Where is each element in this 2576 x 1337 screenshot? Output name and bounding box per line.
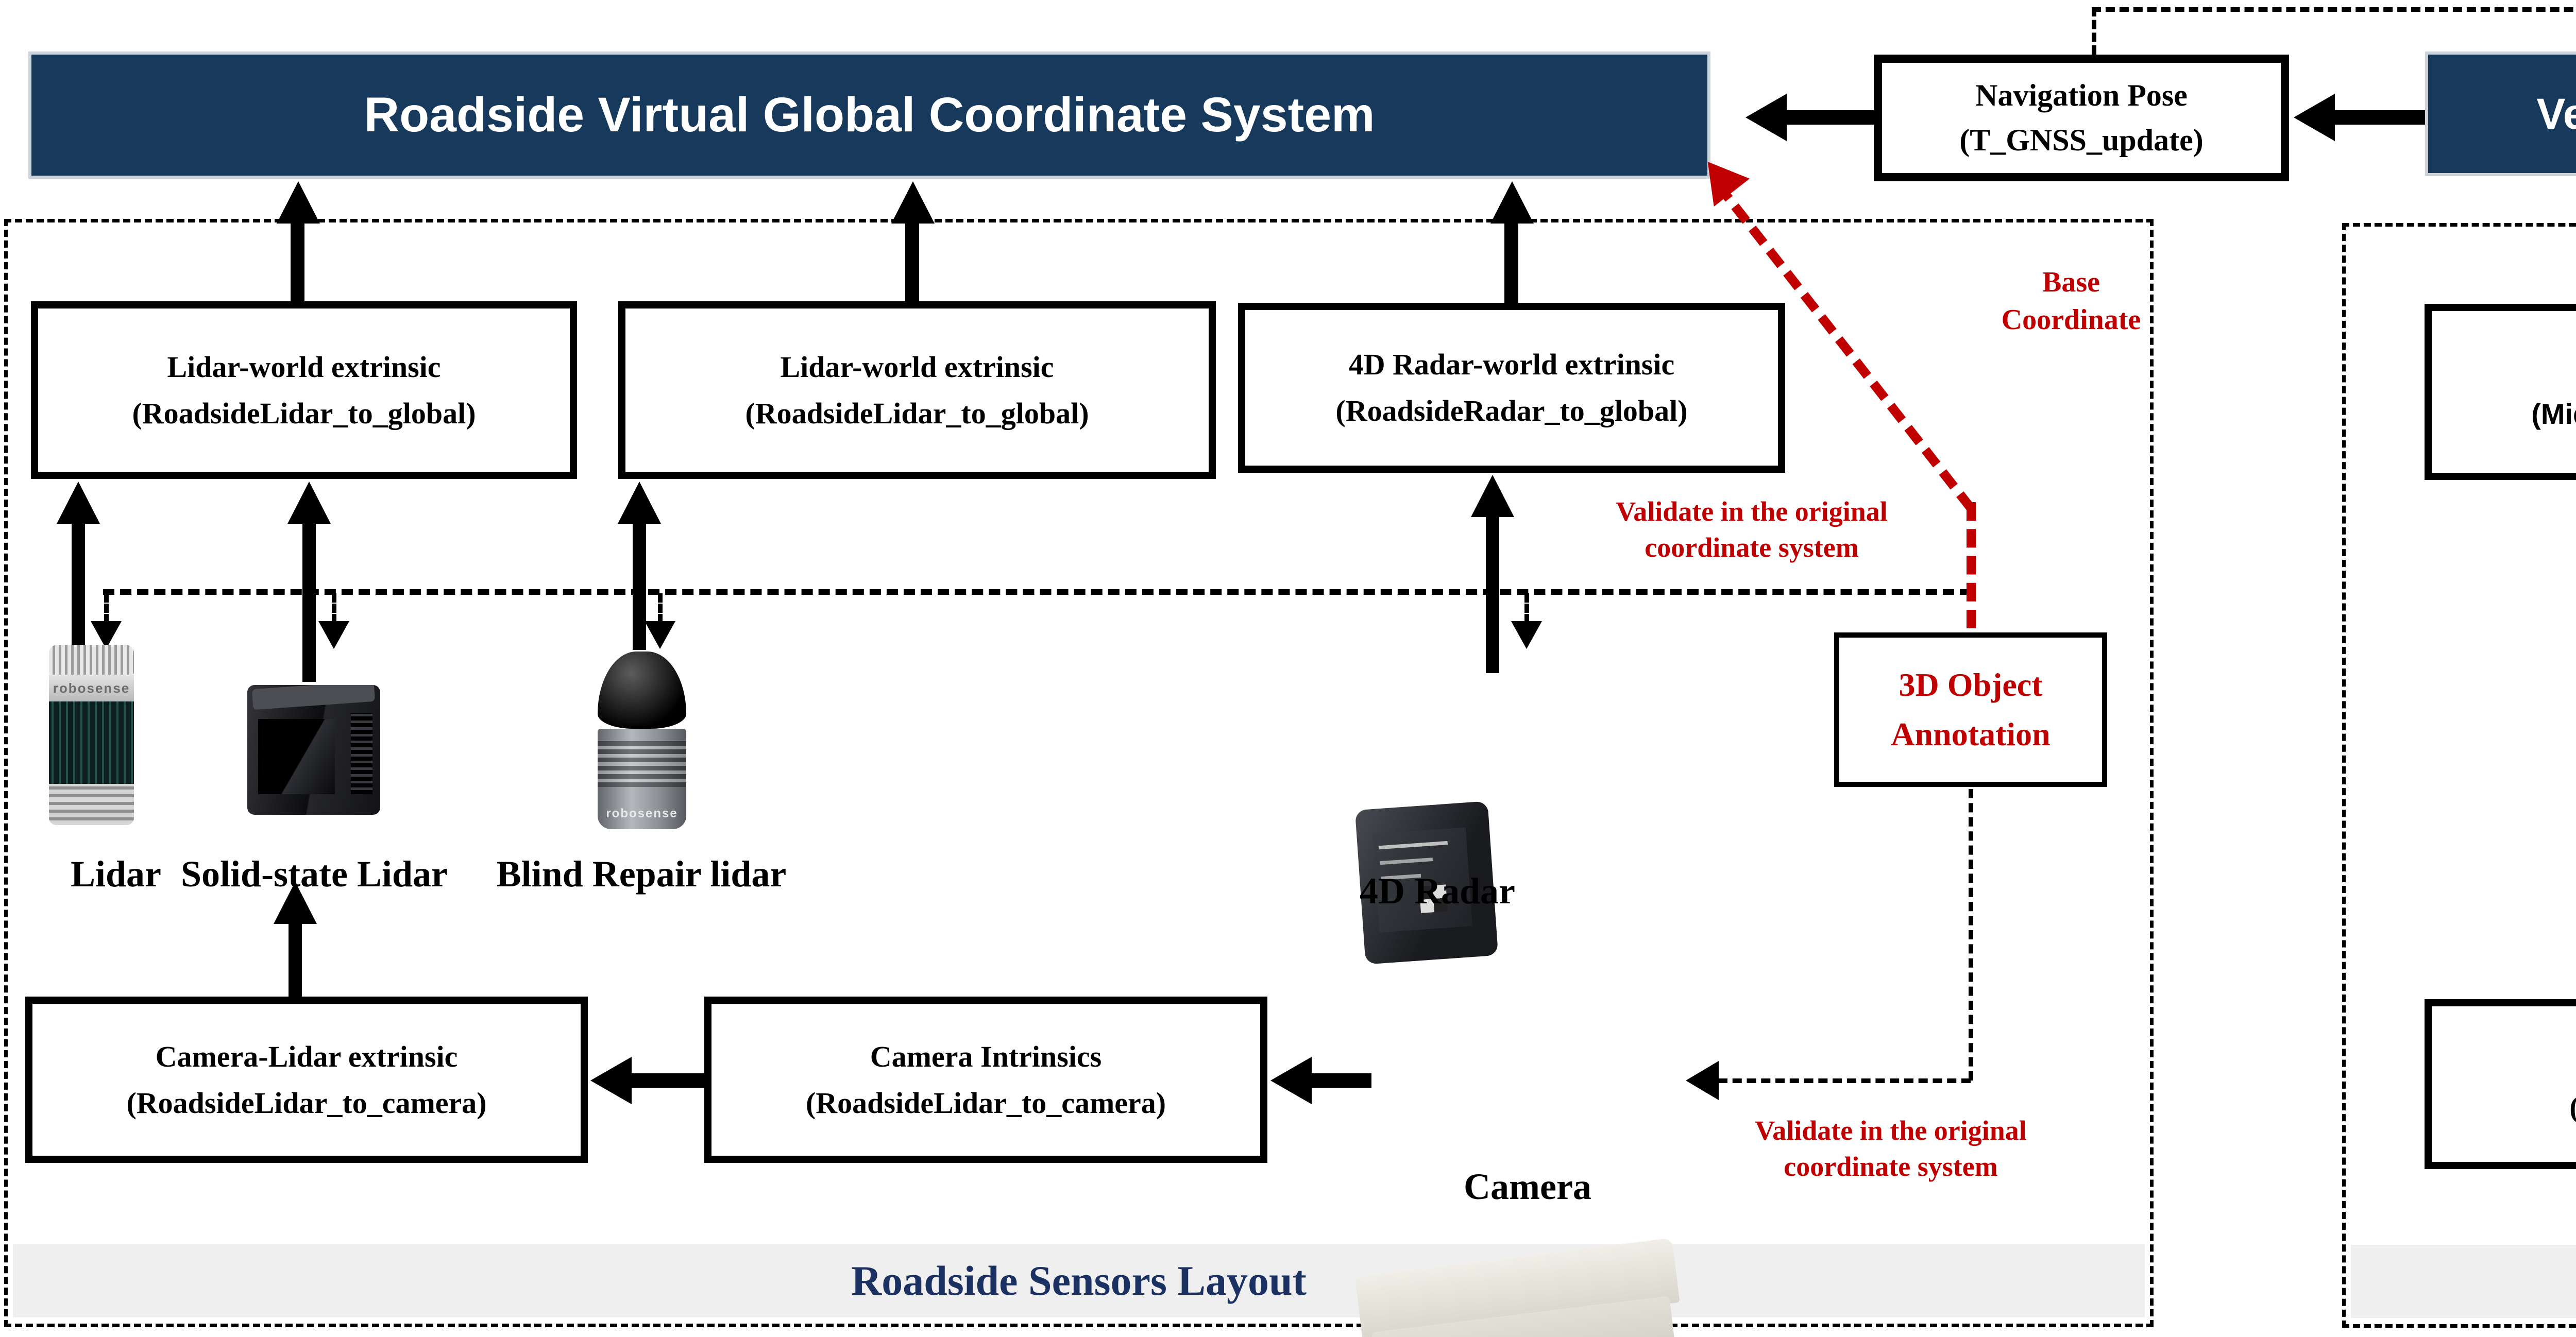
camera-lidar-roadside-line2: (RoadsideLidar_to_camera) bbox=[126, 1086, 487, 1120]
arrow-solidstate-to-lw1-head bbox=[287, 482, 331, 524]
dashed-arrow-to-blindrepair bbox=[645, 621, 675, 649]
lidar-label: Lidar bbox=[13, 852, 219, 896]
radar-world-line2: (RoadsideRadar_to_global) bbox=[1335, 394, 1688, 427]
arrow-lw2-to-header-head bbox=[891, 181, 935, 224]
arrow-lidar-to-lw1-head bbox=[57, 482, 100, 524]
arrow-lw1-to-header-head bbox=[277, 181, 320, 224]
roadside-footer-label: Roadside Sensors Layout bbox=[851, 1257, 1307, 1304]
arrow-intrinsics-to-cameralidar-roadside-shaft bbox=[630, 1073, 704, 1088]
arrow-radar-to-header-head bbox=[1490, 181, 1534, 224]
lidar-imu-line2: (MiddleLidar_to_IMU_relative) bbox=[2531, 398, 2576, 430]
base-note-line2: Coordinate bbox=[2001, 303, 2141, 336]
base-coordinate-note-roadside: Base Coordinate bbox=[1984, 264, 2159, 339]
camera-label-roadside: Camera bbox=[1399, 1165, 1656, 1209]
arrow-radar-to-header-shaft bbox=[1504, 221, 1518, 304]
arrow-cameralidar-up-roadside-shaft bbox=[289, 921, 302, 997]
dashed-down-lidar bbox=[104, 593, 109, 623]
navigation-pose-box: Navigation Pose (T_GNSS_update) bbox=[1874, 55, 2289, 181]
arrow-camera-to-intrinsics-roadside-shaft bbox=[1310, 1073, 1371, 1088]
lidar-world-extrinsic-box-1: Lidar-world extrinsic (RoadsideLidar_to_… bbox=[31, 301, 577, 479]
navigation-pose-line1: Navigation Pose bbox=[1975, 78, 2188, 112]
blind-repair-label-text: Blind Repair lidar bbox=[496, 853, 787, 895]
blind-repair-lidar-image: robosense bbox=[598, 652, 686, 829]
base-note-line1: Base bbox=[2042, 266, 2100, 298]
camera-lidar-roadside-line1: Camera-Lidar extrinsic bbox=[155, 1039, 458, 1073]
roadside-footer-band: Roadside Sensors Layout bbox=[13, 1244, 2145, 1317]
dashed-annotation-down bbox=[1969, 789, 1973, 1081]
vehicle-section: Vehicle-side Sensors Layout bbox=[2342, 223, 2576, 1328]
dashed-annotation-to-camera bbox=[1718, 1078, 1971, 1083]
arrow-lw2-to-header-shaft bbox=[905, 221, 919, 303]
dashed-navpose-up-segment bbox=[2092, 7, 2096, 55]
radar-world-extrinsic-box: 4D Radar-world extrinsic (RoadsideRadar_… bbox=[1238, 303, 1785, 473]
roadside-global-coordinate-header: Roadside Virtual Global Coordinate Syste… bbox=[28, 52, 1710, 179]
dashed-arrow-to-lidar bbox=[91, 621, 122, 649]
arrow-blindrepair-to-lw2-shaft bbox=[633, 521, 646, 650]
lidar-cap bbox=[49, 645, 134, 675]
camera-lidar-vehicle-line2: (MiddleLidar_to_camera) bbox=[2569, 1084, 2576, 1130]
arrow-intrinsics-to-cameralidar-roadside-head bbox=[590, 1057, 632, 1104]
blind-repair-lidar-label: Blind Repair lidar bbox=[487, 852, 796, 896]
arrow-camera-to-intrinsics-roadside-head bbox=[1270, 1057, 1312, 1104]
radar-world-line1: 4D Radar-world extrinsic bbox=[1348, 348, 1675, 382]
dashed-down-solidstate bbox=[332, 593, 336, 623]
arrow-lidar-to-lw1-shaft bbox=[72, 521, 85, 645]
navigation-pose-line2: (T_GNSS_update) bbox=[1959, 123, 2204, 157]
dashed-arrow-into-camera-roadside bbox=[1686, 1061, 1719, 1100]
arrow-blindrepair-to-lw2-head bbox=[618, 482, 661, 524]
annotation-roadside-line2: Annotation bbox=[1891, 716, 2050, 752]
arrow-vehiclenav-to-navpose-head bbox=[2294, 94, 2335, 141]
camera-lidar-extrinsic-box-roadside: Camera-Lidar extrinsic (RoadsideLidar_to… bbox=[25, 997, 588, 1163]
vehicle-footer-band: Vehicle-side Sensors Layout bbox=[2351, 1245, 2576, 1318]
validate-radar-line2: coordinate system bbox=[1645, 532, 1859, 563]
red-dashed-into-annotation bbox=[1967, 502, 1976, 628]
camera-intrinsics-roadside-line1: Camera Intrinsics bbox=[870, 1039, 1102, 1073]
radar-4d-label: 4D Radar bbox=[1309, 869, 1566, 913]
vehicle-navigation-title: Vehicle Navigation bbox=[2536, 89, 2576, 138]
annotation-box-roadside: 3D Object Annotation bbox=[1834, 632, 2107, 787]
validate-radar-line1: Validate in the original bbox=[1616, 496, 1888, 527]
lidar-world-2-line1: Lidar-world extrinsic bbox=[780, 350, 1054, 384]
lidar-world-1-line1: Lidar-world extrinsic bbox=[167, 350, 441, 384]
camera-intrinsics-roadside-line2: (RoadsideLidar_to_camera) bbox=[805, 1086, 1166, 1120]
camera-intrinsics-box-roadside: Camera Intrinsics (RoadsideLidar_to_came… bbox=[704, 997, 1267, 1163]
annotation-roadside-line1: 3D Object bbox=[1899, 666, 2043, 703]
arrow-navpose-to-roadside-shaft bbox=[1782, 110, 1874, 125]
dashed-arrow-to-solidstate bbox=[318, 621, 349, 649]
roadside-global-coordinate-title: Roadside Virtual Global Coordinate Syste… bbox=[364, 88, 1375, 143]
radar-4d-label-text: 4D Radar bbox=[1360, 870, 1515, 912]
blind-repair-dome bbox=[598, 652, 686, 729]
roadside-lidar-image: robosense bbox=[49, 645, 134, 825]
solid-state-lidar-image bbox=[247, 685, 380, 815]
validate-camera-line2: coordinate system bbox=[1784, 1151, 1998, 1182]
dashed-top-feedback-segment bbox=[2092, 7, 2576, 12]
arrow-lw1-to-header-shaft bbox=[291, 221, 304, 303]
arrow-solidstate-to-lw1-shaft bbox=[302, 521, 316, 682]
validate-note-radar: Validate in the original coordinate syst… bbox=[1571, 493, 1932, 565]
lidar-imu-extrinsic-box: Lidar-IMU extrinsic (MiddleLidar_to_IMU_… bbox=[2425, 304, 2576, 480]
lidar-brand: robosense bbox=[49, 675, 134, 701]
lidar-world-2-line2: (RoadsideLidar_to_global) bbox=[745, 396, 1089, 430]
lidar-world-extrinsic-box-2: Lidar-world extrinsic (RoadsideLidar_to_… bbox=[618, 301, 1216, 479]
camera-lidar-extrinsic-box-vehicle: Camera-Lidar extrinsic (MiddleLidar_to_c… bbox=[2425, 999, 2576, 1169]
camera-roadside-label-text: Camera bbox=[1464, 1166, 1591, 1207]
lidar-label-text: Lidar bbox=[70, 853, 162, 895]
dashed-down-4dradar bbox=[1524, 593, 1529, 623]
arrow-navpose-to-roadside-head bbox=[1745, 94, 1787, 141]
lidar-world-1-line2: (RoadsideLidar_to_global) bbox=[132, 396, 476, 430]
blind-repair-brand: robosense bbox=[606, 807, 678, 821]
dashed-down-blindrepair bbox=[658, 593, 663, 623]
validate-camera-line1: Validate in the original bbox=[1755, 1115, 2027, 1146]
arrow-cameralidar-up-roadside-head bbox=[274, 882, 317, 924]
lidar-window bbox=[49, 701, 134, 784]
roadside-section: Roadside Sensors Layout bbox=[4, 219, 2154, 1327]
validate-note-camera-roadside: Validate in the original coordinate syst… bbox=[1700, 1112, 2081, 1185]
lidar-base bbox=[49, 784, 134, 825]
vehicle-navigation-header: Vehicle Navigation bbox=[2425, 52, 2576, 176]
arrow-4dradar-to-radarworld-head bbox=[1471, 475, 1514, 517]
blind-repair-body: robosense bbox=[598, 729, 686, 829]
dashed-validate-bus bbox=[103, 589, 1971, 595]
arrow-vehiclenav-to-navpose-shaft bbox=[2330, 110, 2425, 125]
dashed-arrow-to-4dradar bbox=[1511, 621, 1542, 649]
